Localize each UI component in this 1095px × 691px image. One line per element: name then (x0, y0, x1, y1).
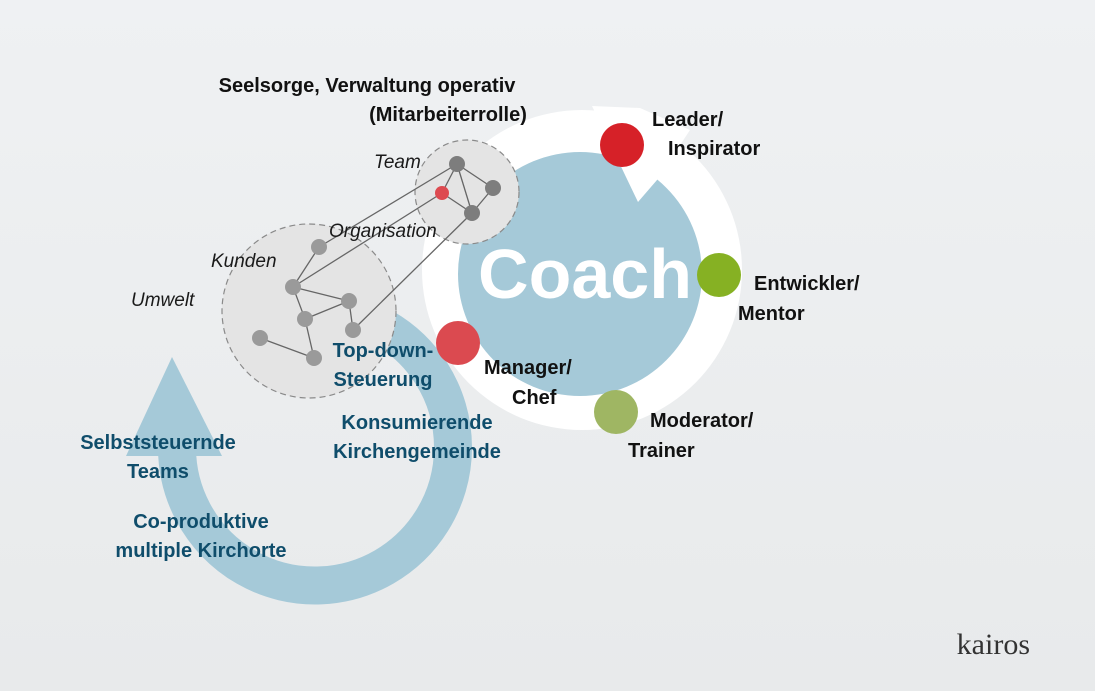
leader-label-1: Leader/ (652, 109, 724, 131)
network: Team Organisation Kunden Umwelt (131, 139, 520, 399)
kairos-logo: kairos (957, 628, 1030, 661)
coprod-label-2: multiple Kirchorte (115, 540, 286, 562)
entwickler-label-1: Entwickler/ (754, 273, 860, 295)
manager-label-1: Manager/ (484, 357, 572, 379)
topdown-label-1: Top-down- (333, 340, 434, 362)
coach-label: Coach (478, 235, 692, 313)
arrowhead-icon (126, 357, 222, 456)
entwickler-label-2: Mentor (738, 303, 805, 325)
label-team: Team (374, 152, 421, 173)
kunden-nodes (252, 239, 361, 366)
heading-line2: (Mitarbeiterrolle) (369, 104, 527, 126)
selbst-label-1: Selbststeuernde (80, 432, 236, 454)
team-circle (414, 139, 520, 245)
leader-label-2: Inspirator (668, 138, 760, 160)
coach-disk (458, 152, 702, 396)
kunden-circle (221, 223, 397, 399)
moderator-label-2: Trainer (628, 440, 695, 462)
coprod-label-1: Co-produktive (133, 511, 269, 533)
label-umwelt: Umwelt (131, 290, 195, 311)
heading-line1: Seelsorge, Verwaltung operativ (219, 75, 517, 97)
selbst-label-2: Teams (127, 461, 189, 483)
moderator-dot (594, 390, 638, 434)
entwickler-dot (697, 253, 741, 297)
moderator-label-1: Moderator/ (650, 410, 754, 432)
label-organisation: Organisation (329, 221, 437, 242)
konsum-label-2: Kirchengemeinde (333, 441, 501, 463)
konsum-label-1: Konsumierende (341, 412, 492, 434)
manager-label-2: Chef (512, 387, 557, 409)
team-nodes (449, 156, 501, 221)
blue-cycle-arrow (126, 311, 472, 605)
label-kunden: Kunden (211, 251, 277, 272)
highlight-node (435, 186, 449, 200)
leader-dot (600, 123, 644, 167)
manager-dot (436, 321, 480, 365)
topdown-label-2: Steuerung (334, 369, 433, 391)
